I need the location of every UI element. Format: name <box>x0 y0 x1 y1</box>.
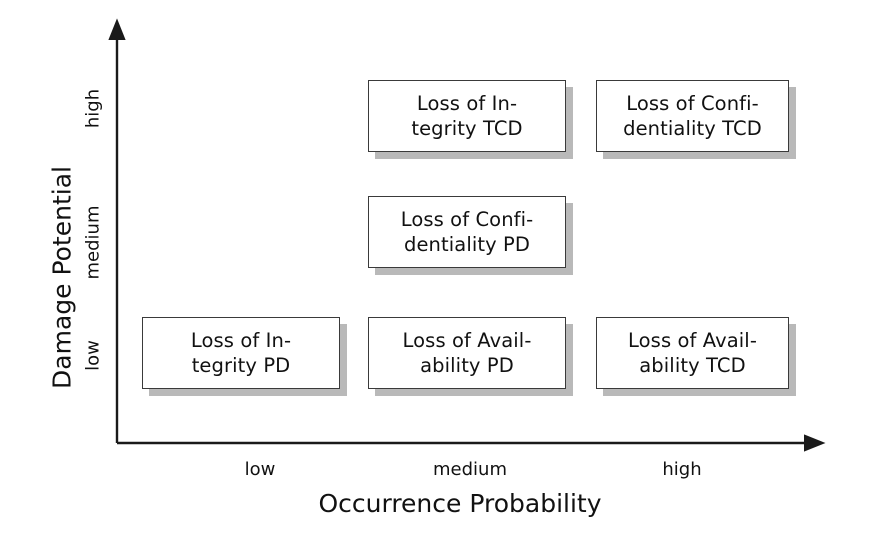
box-label-integrity-tcd: Loss of In- tegrity TCD <box>411 91 523 140</box>
x-axis-tick-medium: medium <box>433 459 507 480</box>
box-label-confidentiality-pd: Loss of Confi- dentiality PD <box>400 207 534 256</box>
x-axis-title: Occurrence Probability <box>318 489 602 518</box>
x-axis-tick-low: low <box>244 459 276 480</box>
box-loss-of-confidentiality-pd[interactable]: Loss of Confi- dentiality PD <box>368 196 566 268</box>
y-axis-title: Damage Potential <box>47 166 77 389</box>
box-loss-of-confidentiality-tcd[interactable]: Loss of Confi- dentiality TCD <box>596 80 789 152</box>
box-loss-of-availability-pd[interactable]: Loss of Avail- ability PD <box>368 317 566 389</box>
box-label-availability-pd: Loss of Avail- ability PD <box>402 328 532 377</box>
y-axis-tick-low: low <box>82 340 104 371</box>
y-axis-tick-high: high <box>82 88 104 129</box>
box-label-confidentiality-tcd: Loss of Confi- dentiality TCD <box>623 91 762 140</box>
box-loss-of-availability-tcd[interactable]: Loss of Avail- ability TCD <box>596 317 789 389</box>
y-axis-tick-medium: medium <box>82 205 104 280</box>
box-label-availability-tcd: Loss of Avail- ability TCD <box>628 328 757 377</box>
box-loss-of-integrity-tcd[interactable]: Loss of In- tegrity TCD <box>368 80 566 152</box>
x-axis-tick-high: high <box>662 459 702 480</box>
box-loss-of-integrity-pd[interactable]: Loss of In- tegrity PD <box>142 317 340 389</box>
box-label-integrity-pd: Loss of In- tegrity PD <box>190 328 292 377</box>
